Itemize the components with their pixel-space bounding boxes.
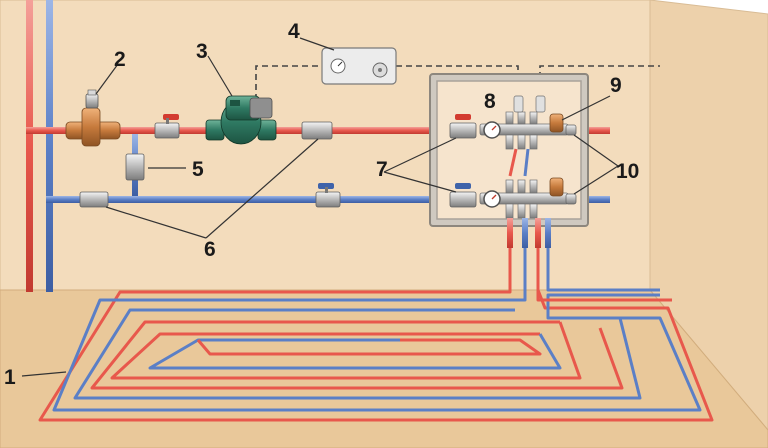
loop-inner-hot xyxy=(90,320,624,390)
return-ball-valve xyxy=(315,183,341,208)
manifold-gauges xyxy=(483,121,501,208)
callout-3: 3 xyxy=(196,40,208,63)
circulation-pump xyxy=(205,95,277,145)
callout-labels: 1 2 3 4 5 6 7 8 9 10 xyxy=(4,20,639,389)
loop-core-hot-end xyxy=(196,338,542,356)
cabinet-exit-cold-2 xyxy=(545,218,551,248)
manifold-inner-hot xyxy=(508,148,518,177)
callout-9: 9 xyxy=(610,74,622,97)
manifold-inner-cold xyxy=(523,148,530,177)
callout-5: 5 xyxy=(192,158,204,181)
mixing-valve xyxy=(65,89,121,147)
bypass-fitting xyxy=(125,153,145,181)
coupling-return xyxy=(79,191,109,208)
cabinet-exit-hot xyxy=(507,218,513,248)
air-vents xyxy=(549,113,564,197)
loop-core-hot xyxy=(110,321,582,380)
coupling-supply xyxy=(301,121,333,140)
callout-10: 10 xyxy=(616,160,639,183)
callout-1: 1 xyxy=(4,366,16,389)
room-thermostat xyxy=(321,47,397,85)
loop-core-cold xyxy=(148,333,562,370)
loop-inner-cold xyxy=(73,308,642,400)
actuator-heads xyxy=(513,95,546,113)
riser-cold xyxy=(46,0,53,292)
loop-hot-path xyxy=(38,247,714,422)
heating-loop xyxy=(38,247,714,422)
drain-valves xyxy=(565,124,577,205)
callout-6: 6 xyxy=(204,238,216,261)
cabinet-exit-hot-2 xyxy=(535,218,541,248)
pipe-couplings xyxy=(79,121,333,208)
manifold-outlets-lower xyxy=(505,179,538,219)
loop-floor-return xyxy=(536,247,672,302)
callout-8: 8 xyxy=(484,90,496,113)
callout-4: 4 xyxy=(288,20,300,43)
cabinet-ball-valves xyxy=(449,114,477,208)
loop-floor-feed xyxy=(546,247,660,292)
riser-pipes xyxy=(26,0,53,292)
cabinet-exit-cold xyxy=(522,218,528,248)
supply-ball-valve xyxy=(154,114,180,139)
manifold-internals xyxy=(479,95,569,248)
leader-lines xyxy=(21,37,619,377)
callout-7: 7 xyxy=(376,158,388,181)
side-wall xyxy=(649,0,768,431)
callout-2: 2 xyxy=(114,48,126,71)
loop-cold-path xyxy=(52,247,702,412)
riser-hot xyxy=(26,0,33,292)
